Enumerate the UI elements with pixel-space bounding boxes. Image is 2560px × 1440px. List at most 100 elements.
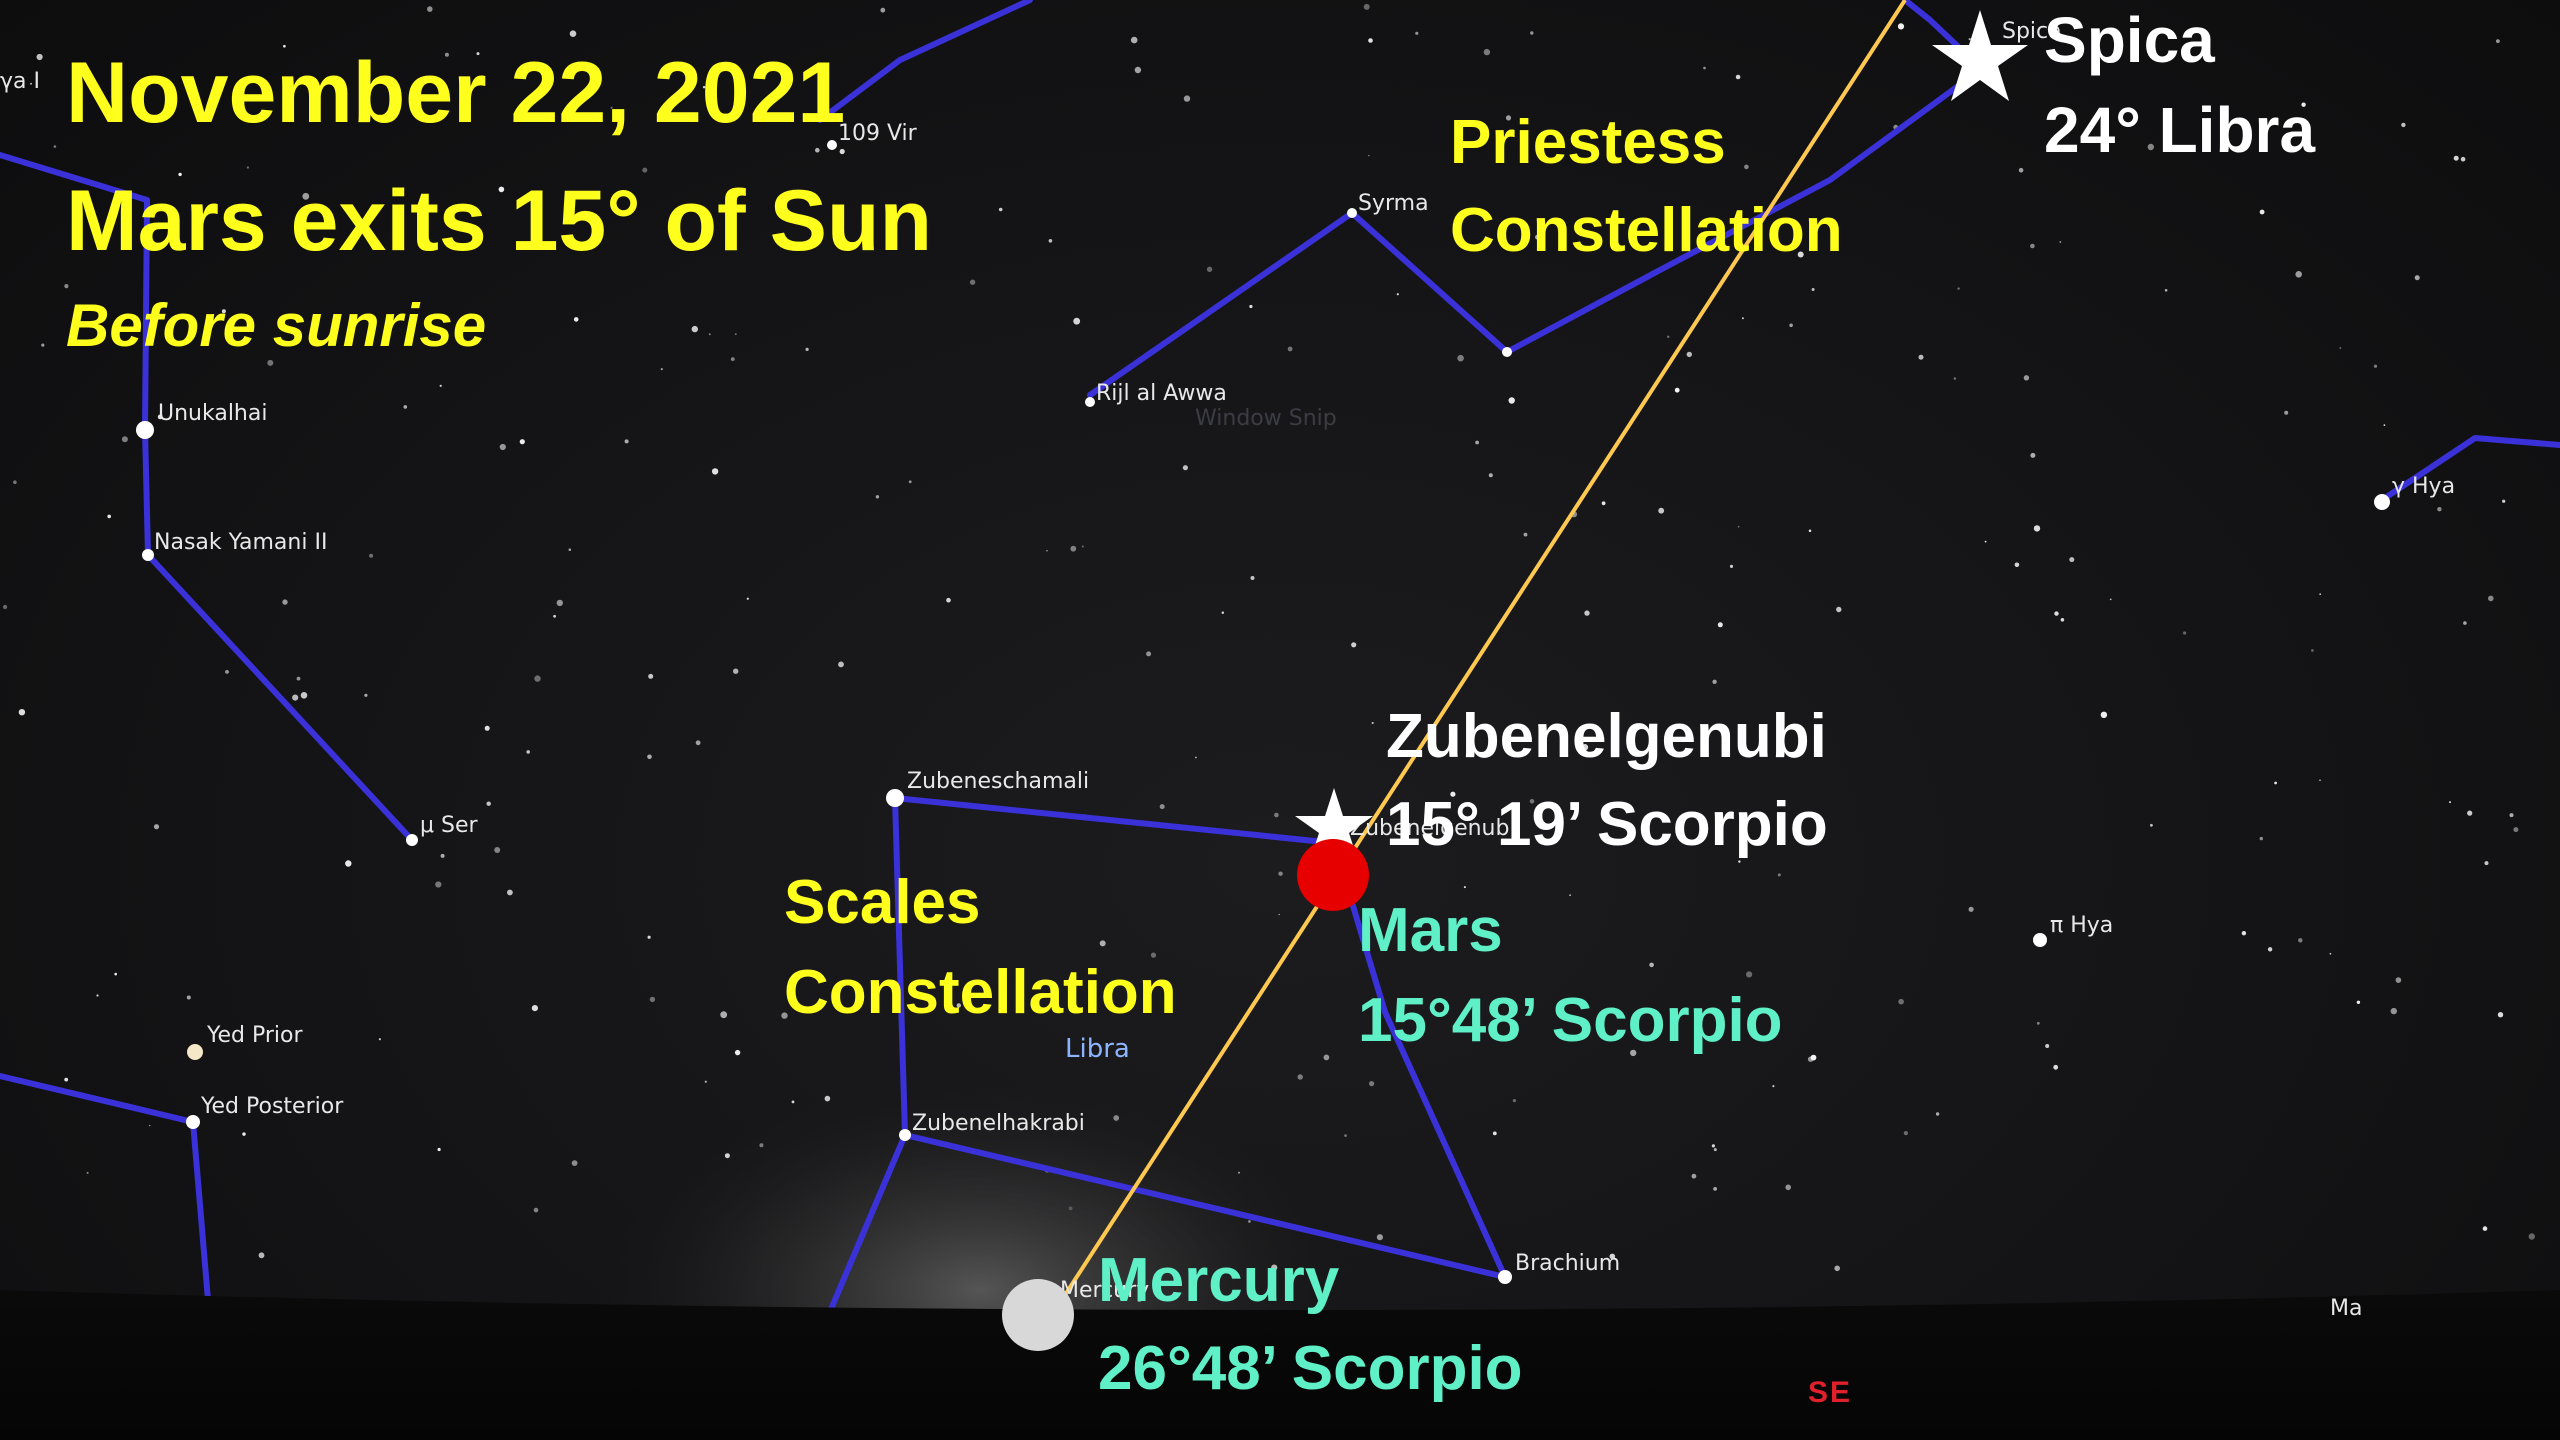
background-star (1808, 529, 1812, 533)
background-star (946, 597, 951, 603)
background-star (1159, 804, 1165, 810)
background-star (746, 597, 749, 600)
background-star (1741, 317, 1744, 320)
label-zubenelgenubi-small: Zubenelgenubi (1350, 816, 1516, 841)
background-star (2164, 289, 2168, 292)
label-ya1: γa I (0, 69, 40, 94)
background-star (1250, 576, 1255, 580)
background-star (64, 1077, 69, 1082)
ophiuchus-constellation-line (0, 1073, 211, 1303)
background-star (498, 186, 505, 193)
background-star (364, 693, 368, 697)
background-star (1376, 1234, 1383, 1241)
background-star (1789, 323, 1793, 328)
background-star (468, 94, 471, 98)
background-star (1903, 1131, 1908, 1136)
background-star (534, 675, 541, 682)
background-star (573, 317, 579, 322)
background-star (1475, 440, 1479, 445)
spica-position-caption: 24° Libra (2044, 94, 2316, 166)
background-star (2401, 122, 2406, 128)
background-star (969, 279, 976, 285)
scales-caption-line2: Constellation (784, 958, 1177, 1027)
star-unukalhai (136, 421, 154, 439)
background-star (571, 1160, 578, 1166)
label-syrma: Syrma (1358, 191, 1429, 216)
background-star (1811, 288, 1815, 291)
background-star (1150, 952, 1157, 958)
background-star (838, 661, 844, 668)
title-date: November 22, 2021 (66, 45, 846, 141)
background-star (300, 692, 308, 699)
background-star (533, 1207, 539, 1213)
label-gamma-hya: γ Hya (2392, 474, 2455, 499)
background-star (2449, 801, 2451, 804)
background-star (2383, 424, 2386, 426)
background-star (875, 495, 880, 499)
background-star (1046, 549, 1048, 552)
background-star (1081, 545, 1084, 548)
star-109-vir (827, 140, 837, 150)
background-star (1601, 501, 1606, 506)
background-star (1508, 397, 1515, 404)
background-star (1836, 606, 1842, 613)
background-star (2509, 813, 2514, 818)
background-star (1667, 335, 1670, 338)
background-star (1195, 756, 1197, 759)
horizon-ground (0, 1290, 2560, 1440)
background-star (499, 443, 506, 451)
background-star (791, 1100, 795, 1104)
background-star (553, 614, 556, 618)
label-libra: Libra (1065, 1034, 1130, 1064)
background-star (114, 972, 117, 976)
background-star (1584, 610, 1590, 616)
background-star (1048, 239, 1053, 243)
background-star (1146, 651, 1152, 657)
libra-constellation-line (892, 795, 1337, 846)
background-star (1512, 1099, 1516, 1103)
background-star (1674, 387, 1680, 393)
background-star (2497, 1012, 2504, 1018)
background-star (1514, 1027, 1519, 1033)
background-star (767, 115, 772, 119)
background-star (695, 740, 701, 746)
background-star (440, 853, 445, 858)
libra-constellation-line (902, 1132, 1508, 1280)
background-star (1396, 293, 1399, 296)
background-star (648, 673, 654, 679)
background-star (1183, 95, 1191, 102)
background-star (1797, 251, 1804, 258)
background-star (267, 359, 274, 366)
label-window-snip: Window Snip (1195, 406, 1337, 431)
background-star (246, 166, 249, 169)
background-star (908, 480, 912, 484)
background-star (1535, 234, 1540, 240)
background-star (1073, 317, 1081, 325)
background-star (2460, 156, 2466, 162)
background-star (64, 284, 69, 289)
title-time: Before sunrise (66, 292, 487, 359)
background-star (1249, 304, 1253, 309)
background-star (1368, 38, 1373, 43)
background-star (1449, 922, 1455, 928)
background-star (369, 553, 374, 558)
background-star (1953, 377, 1957, 380)
background-star (1717, 622, 1723, 628)
background-star (2329, 952, 2332, 955)
background-star (2488, 595, 2494, 602)
background-star (1744, 164, 1749, 170)
background-star (2109, 598, 2112, 601)
background-star (2241, 931, 2247, 936)
background-star (734, 1049, 741, 1056)
background-star (2060, 618, 2065, 622)
label-rijl-al-awwa: Rijl al Awwa (1096, 381, 1227, 406)
background-star (2030, 243, 2035, 249)
background-star (1785, 1184, 1791, 1191)
background-star (1581, 744, 1589, 751)
background-star (647, 754, 652, 760)
star-brachium (1498, 1270, 1512, 1284)
star-pi-hya (2033, 933, 2047, 947)
background-star (2030, 452, 2036, 458)
background-star (610, 106, 613, 109)
